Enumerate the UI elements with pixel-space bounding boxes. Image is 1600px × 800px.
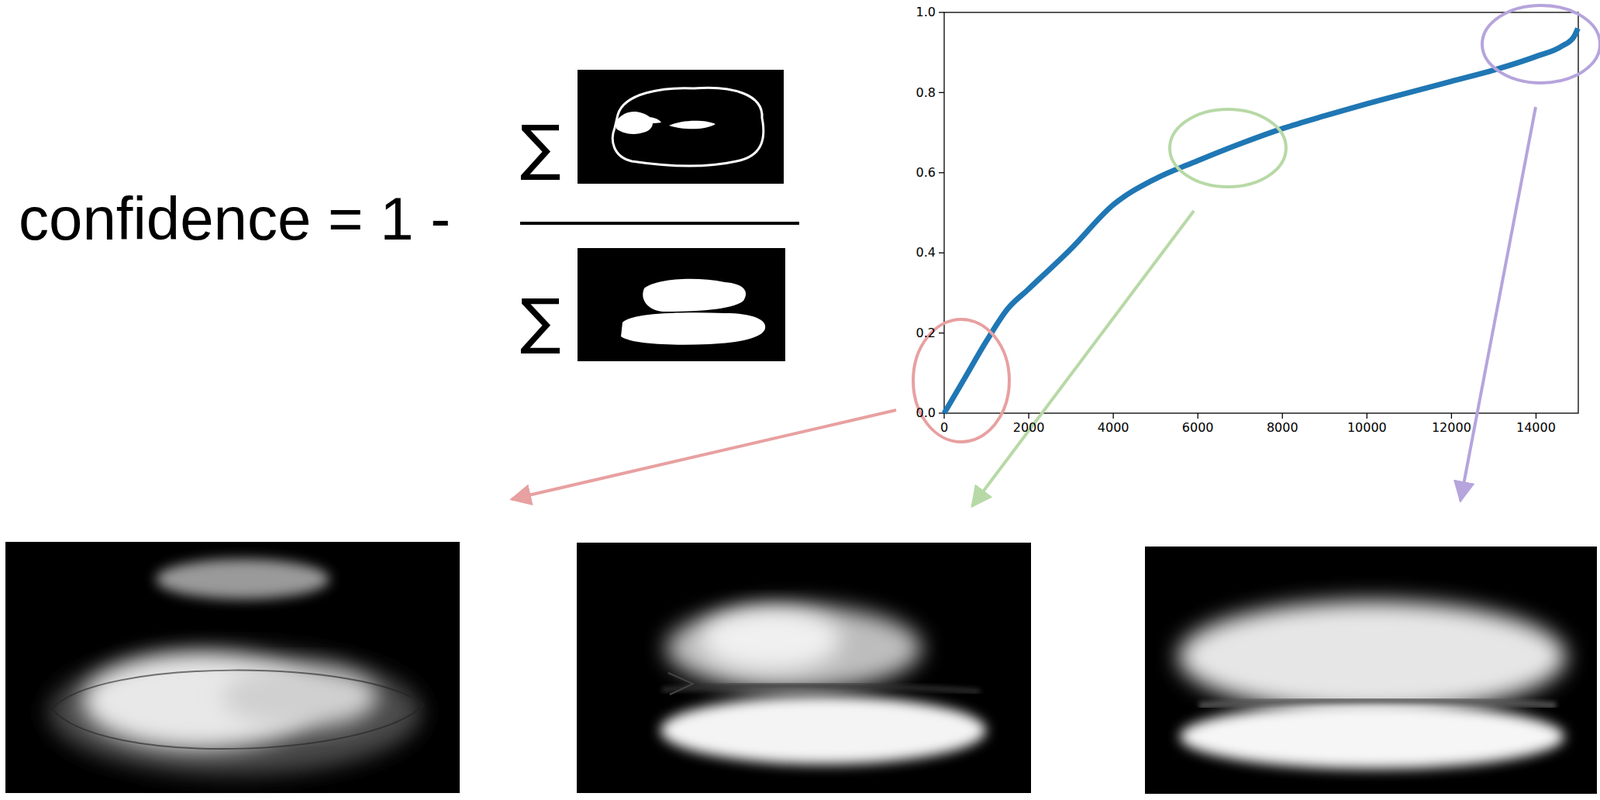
x-tick-label: 4000 xyxy=(1097,420,1130,435)
x-tick-label: 2000 xyxy=(1013,420,1045,435)
tick-mark xyxy=(938,172,945,173)
tick-mark xyxy=(938,92,945,94)
axis-ticks xyxy=(938,12,1536,419)
tick-mark xyxy=(1451,413,1452,419)
highlight-ellipse xyxy=(1482,5,1600,83)
y-tick-label: 0.0 xyxy=(916,406,936,421)
formula-text: confidence = 1 - xyxy=(18,186,451,253)
pointer-arrow xyxy=(1460,106,1536,501)
confidence-curve xyxy=(944,28,1578,414)
tick-mark xyxy=(1027,413,1029,419)
sum-symbol: ∑ xyxy=(520,114,562,182)
tick-mark xyxy=(1535,413,1537,419)
tick-mark xyxy=(1197,413,1199,419)
x-tick-label: 14000 xyxy=(1516,420,1556,435)
tick-mark xyxy=(938,412,945,414)
y-tick-label: 1.0 xyxy=(916,5,936,20)
tick-mark xyxy=(943,413,945,419)
x-tick-label: 10000 xyxy=(1347,420,1387,435)
y-tick-label: 0.8 xyxy=(916,86,936,100)
tick-mark xyxy=(1282,413,1283,419)
x-tick-label: 8000 xyxy=(1266,420,1299,435)
x-tick-label: 12000 xyxy=(1431,420,1472,435)
y-tick-label: 0.6 xyxy=(916,165,936,180)
y-tick-label: 0.2 xyxy=(916,326,936,341)
sample-image xyxy=(5,541,460,794)
chart-frame xyxy=(944,12,1579,414)
highlight-ellipse xyxy=(913,319,1010,442)
x-tick-label: 6000 xyxy=(1182,420,1214,435)
tick-mark xyxy=(1366,413,1368,419)
outline-mask xyxy=(577,69,784,184)
tick-mark xyxy=(938,11,945,13)
pointer-arrow xyxy=(972,210,1194,507)
x-tick-label: 0 xyxy=(940,420,949,435)
sample-image xyxy=(576,542,1032,794)
highlight-ellipse xyxy=(1169,109,1287,187)
region-mask xyxy=(577,248,786,362)
pointer-arrow xyxy=(511,410,897,500)
sample-image xyxy=(1144,546,1597,794)
tick-mark xyxy=(938,252,945,254)
tick-mark xyxy=(1112,413,1114,419)
tick-mark xyxy=(938,332,945,334)
fraction-bar xyxy=(520,221,800,225)
y-tick-label: 0.4 xyxy=(916,245,936,260)
sum-symbol: ∑ xyxy=(520,288,562,356)
